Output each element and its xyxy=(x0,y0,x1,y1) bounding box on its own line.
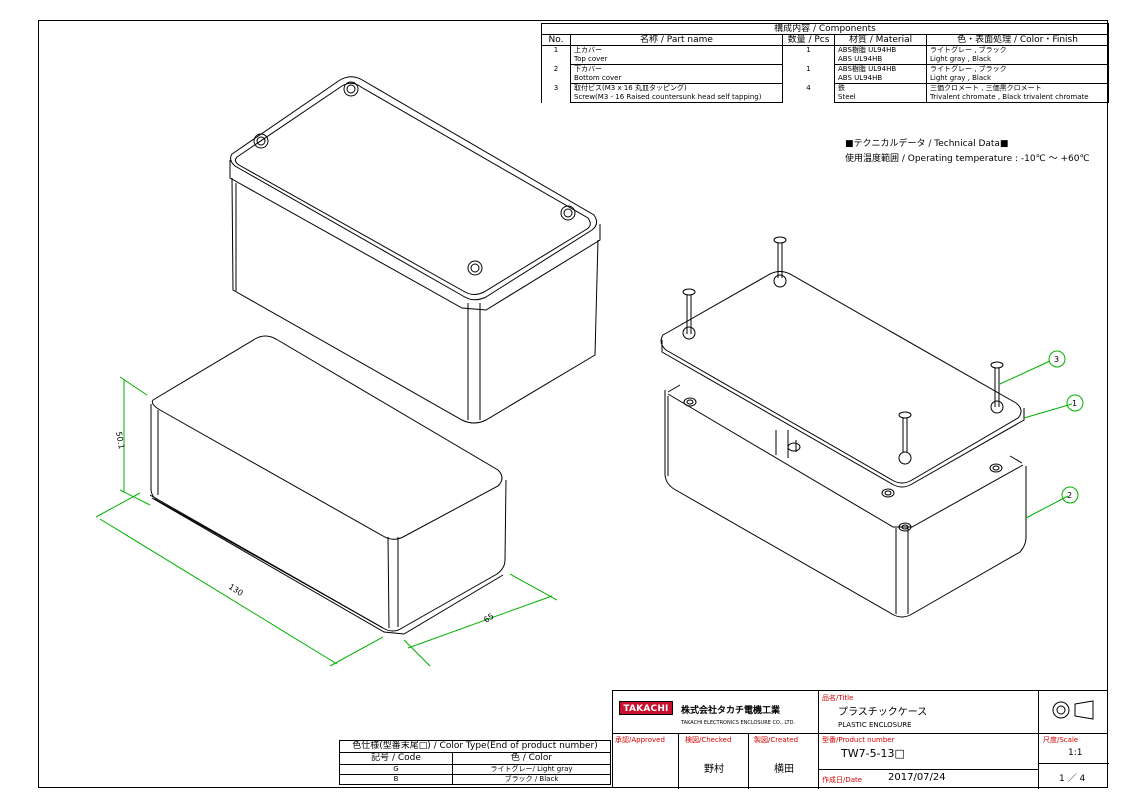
table-row: B ブラック / Black xyxy=(339,774,611,785)
enclosure-top-view xyxy=(229,76,601,424)
company-name-en: TAKACHI ELECTRONICS ENCLOSURE CO., LTD. xyxy=(681,720,796,726)
title-jp: プラスチックケース xyxy=(838,707,928,718)
projection-symbol-icon xyxy=(1051,699,1095,725)
dimension-lines xyxy=(95,350,1084,667)
company-name-jp: 株式会社タカチ電機工業 xyxy=(681,706,781,716)
title-en: PLASTIC ENCLOSURE xyxy=(838,721,912,729)
scale-label: 尺度/Scale xyxy=(1043,736,1079,744)
created-label: 製図/Created xyxy=(754,736,799,744)
title-block: TAKACHI 株式会社タカチ電機工業 TAKACHI ELECTRONICS … xyxy=(612,690,1109,789)
approved-label: 承認/Approved xyxy=(615,736,665,744)
technical-title: ■テクニカルデータ / Technical Data■ xyxy=(845,139,1009,149)
technical-data: ■テクニカルデータ / Technical Data■ 使用温度範囲 / Ope… xyxy=(845,137,1090,167)
date-label: 作成日/Date xyxy=(822,776,863,784)
checked-label: 検図/Checked xyxy=(685,736,732,744)
table-row: 2 下カバー 1 ABS樹脂 UL94HB ライトグレー , ブラック xyxy=(541,64,1109,74)
checked-name: 野村 xyxy=(704,764,724,775)
table-row: Screw(M3 - 16 Raised countersunk head se… xyxy=(541,93,1109,103)
callout-1: 1 xyxy=(1072,399,1077,408)
color-type-table: 色仕様(型番末尾□) / Color Type(End of product n… xyxy=(339,740,611,785)
col-material: 材質 / Material xyxy=(834,34,927,46)
product-number: TW7-5-13□ xyxy=(841,747,905,760)
scale-value: 1:1 xyxy=(1068,748,1083,758)
dim-width: 65 xyxy=(482,612,495,625)
table-row: 1 上カバー 1 ABS樹脂 UL94HB ライトグレー , ブラック xyxy=(541,45,1109,55)
dim-height: 50.1 xyxy=(114,431,126,450)
date: 2017/07/24 xyxy=(888,772,946,783)
callout-2: 2 xyxy=(1067,491,1072,500)
enclosure-exploded-view xyxy=(660,236,1027,618)
enclosure-bottom-view xyxy=(149,335,507,635)
table-row: G ライトグレー/ Light gray xyxy=(339,764,611,775)
operating-temperature: 使用温度範囲 / Operating temperature : -10℃ ～ … xyxy=(845,154,1090,164)
table-row: 3 取付ビス(M3 x 16 丸皿タッピング) 4 鉄 三価クロメート , 三価… xyxy=(541,83,1109,93)
title-label: 品名/Title xyxy=(822,694,854,702)
dim-length: 130 xyxy=(227,582,245,598)
components-table: 構成内容 / Components No. 名称 / Part name 数量 … xyxy=(541,23,1109,103)
color-type-title: 色仕様(型番末尾□) / Color Type(End of product n… xyxy=(339,740,611,753)
callout-3: 3 xyxy=(1054,355,1059,364)
takachi-logo: TAKACHI xyxy=(619,701,673,715)
created-name: 横田 xyxy=(774,764,794,775)
color-header: 色 / Color xyxy=(452,752,611,765)
col-pcs: 数量 / Pcs xyxy=(782,34,835,46)
code-header: 記号 / Code xyxy=(339,752,453,765)
product-number-label: 型番/Product number xyxy=(822,736,895,744)
sheet-number: 1 ／ 4 xyxy=(1059,774,1086,784)
drawing-frame xyxy=(38,20,1108,788)
col-color-finish: 色・表面処理 / Color・Finish xyxy=(926,34,1109,46)
